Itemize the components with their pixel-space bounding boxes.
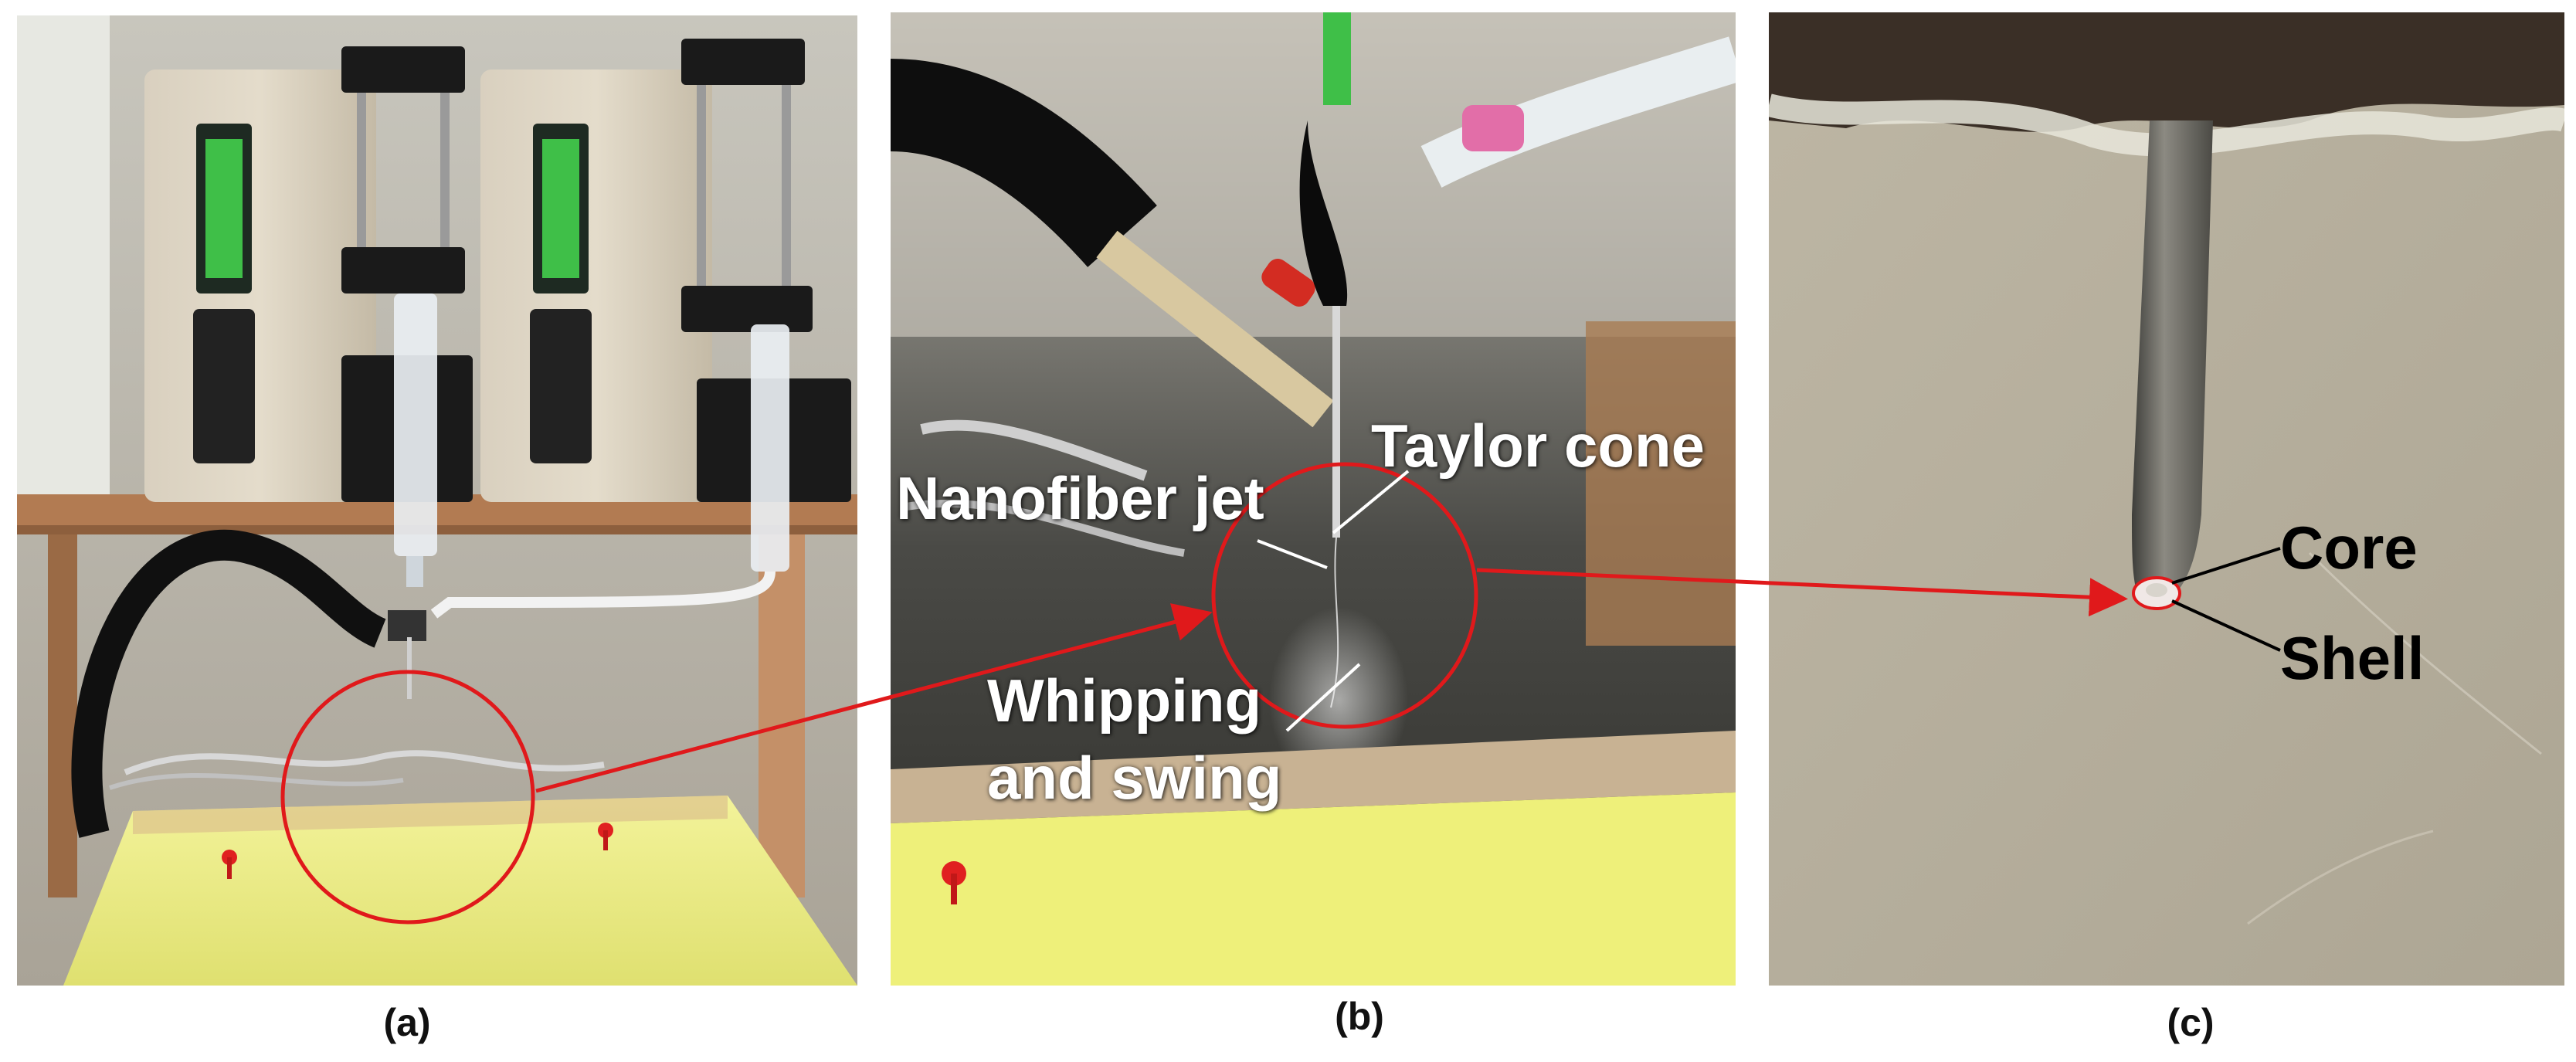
label-nanofiber-jet: Nanofiber jet [896,464,1264,532]
label-whipping-line2: and swing [987,744,1282,812]
label-shell: Shell [2280,624,2425,692]
label-taylor-cone: Taylor cone [1371,412,1705,480]
label-whipping-line1: Whipping [987,667,1262,735]
caption-panel-c: (c) [2167,1001,2215,1044]
core-shell-needle-illustration [1769,12,2564,986]
caption-panel-a: (a) [383,1001,431,1044]
caption-panel-b: (b) [1335,995,1384,1038]
label-core: Core [2280,514,2418,582]
setup-photo-illustration [17,15,857,986]
photo-panel-a [17,15,857,986]
photo-panel-c [1769,12,2564,986]
